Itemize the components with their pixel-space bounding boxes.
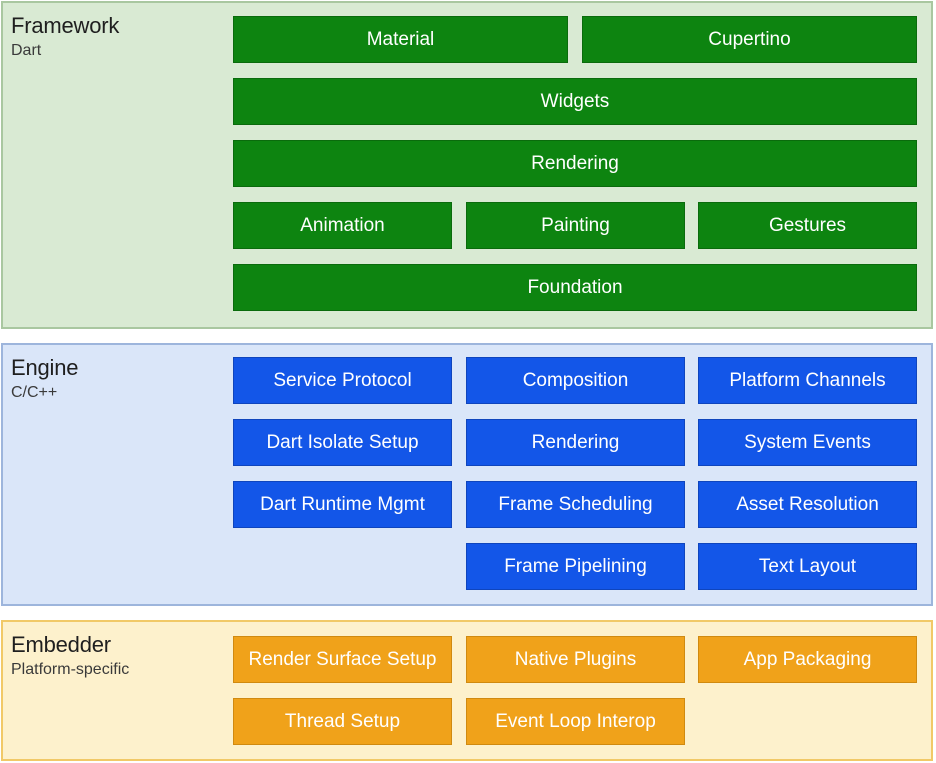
asset-resolution-box: Asset Resolution xyxy=(698,481,917,528)
cupertino-box: Cupertino xyxy=(582,16,917,63)
engine-rendering-box: Rendering xyxy=(466,419,685,466)
native-plugins-box: Native Plugins xyxy=(466,636,685,683)
widgets-box: Widgets xyxy=(233,78,917,125)
material-box: Material xyxy=(233,16,568,63)
framework-title: Framework xyxy=(11,13,120,38)
engine-subtitle: C/C++ xyxy=(11,384,58,401)
text-layout-box: Text Layout xyxy=(698,543,917,590)
engine-title: Engine xyxy=(11,355,79,380)
animation-box: Animation xyxy=(233,202,452,249)
gestures-box: Gestures xyxy=(698,202,917,249)
platform-channels-box: Platform Channels xyxy=(698,357,917,404)
system-events-box: System Events xyxy=(698,419,917,466)
foundation-box: Foundation xyxy=(233,264,917,311)
thread-setup-box: Thread Setup xyxy=(233,698,452,745)
frame-scheduling-box: Frame Scheduling xyxy=(466,481,685,528)
render-surface-setup-box: Render Surface Setup xyxy=(233,636,452,683)
event-loop-interop-box: Event Loop Interop xyxy=(466,698,685,745)
framework-subtitle: Dart xyxy=(11,42,42,59)
service-protocol-box: Service Protocol xyxy=(233,357,452,404)
composition-box: Composition xyxy=(466,357,685,404)
dart-runtime-mgmt-box: Dart Runtime Mgmt xyxy=(233,481,452,528)
framework-rendering-box: Rendering xyxy=(233,140,917,187)
painting-box: Painting xyxy=(466,202,685,249)
embedder-subtitle: Platform-specific xyxy=(11,661,130,678)
frame-pipelining-box: Frame Pipelining xyxy=(466,543,685,590)
dart-isolate-setup-box: Dart Isolate Setup xyxy=(233,419,452,466)
embedder-title: Embedder xyxy=(11,632,111,657)
app-packaging-box: App Packaging xyxy=(698,636,917,683)
